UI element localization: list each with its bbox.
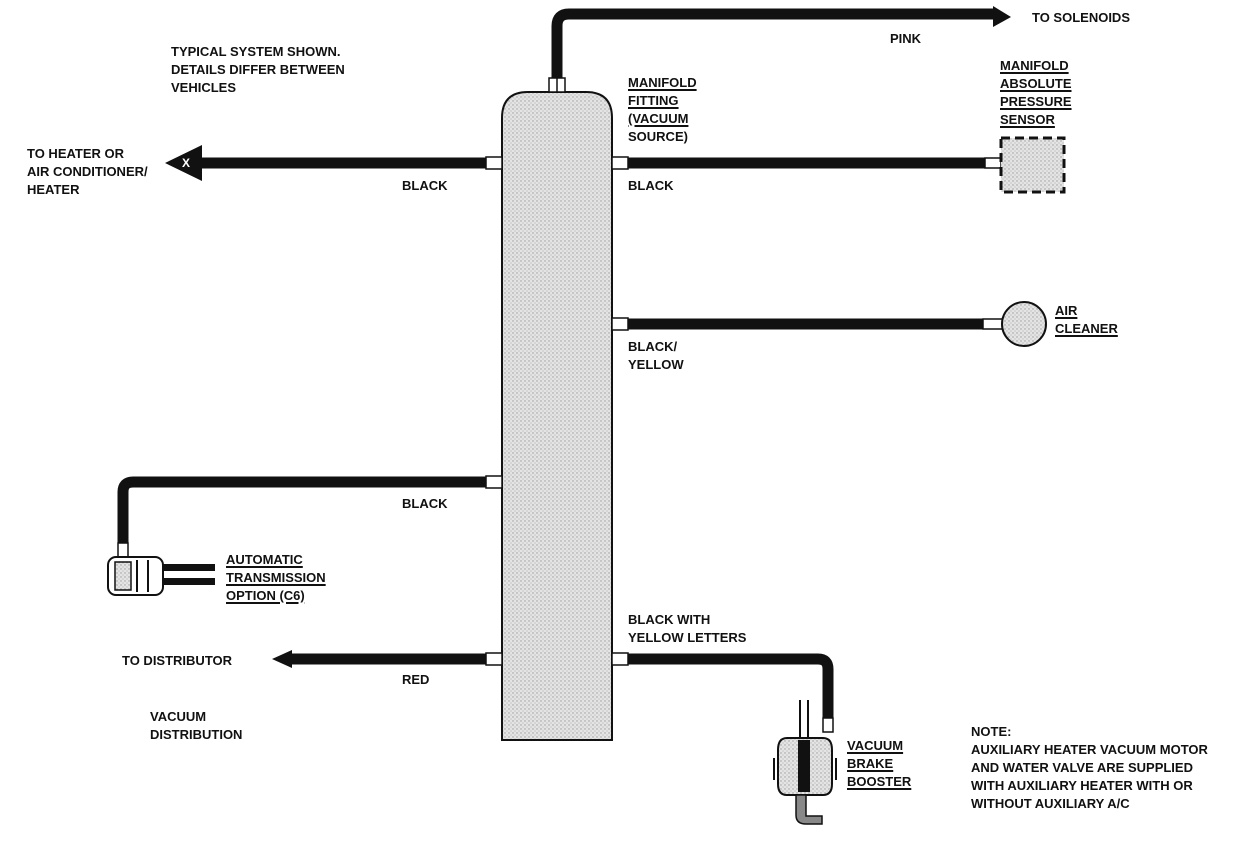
brake-booster-label: VACUUM BRAKE BOOSTER (847, 738, 912, 789)
hose-black-map (611, 136, 1066, 194)
hose-pink (548, 6, 1011, 93)
black-yellow-letters-hose-label: BLACK WITH YELLOW LETTERS (628, 612, 747, 645)
typical-system-note: TYPICAL SYSTEM SHOWN. DETAILS DIFFER BET… (171, 44, 345, 95)
brake-booster (773, 700, 837, 825)
heater-marker: X (182, 156, 191, 170)
transmission-label: AUTOMATIC TRANSMISSION OPTION (C6) (226, 552, 326, 603)
to-heater-label: TO HEATER OR AIR CONDITIONER/ HEATER (27, 146, 148, 197)
pink-hose-label: PINK (890, 31, 922, 46)
air-cleaner (1001, 301, 1047, 347)
heater-arrow (165, 145, 202, 181)
air-cleaner-label: AIR CLEANER (1055, 303, 1118, 336)
hose-black-yellow-letters (611, 652, 834, 733)
black-map-hose-label: BLACK (628, 178, 674, 193)
black-yellow-hose-label: BLACK/ YELLOW (628, 339, 684, 372)
hose-black-heater (165, 145, 503, 181)
to-distributor-label: TO DISTRIBUTOR (122, 653, 233, 668)
red-hose-label: RED (402, 672, 430, 687)
arrow-solenoids (993, 6, 1011, 27)
transmission-modulator (107, 556, 215, 596)
black-transmission-hose-label: BLACK (402, 496, 448, 511)
map-sensor (999, 136, 1066, 194)
hose-black-yellow (611, 301, 1047, 347)
arrow-distributor (272, 650, 292, 668)
hose-black-transmission (117, 475, 503, 558)
black-heater-hose-label: BLACK (402, 178, 448, 193)
manifold-fitting (501, 91, 613, 741)
map-sensor-label: MANIFOLD ABSOLUTE PRESSURE SENSOR (1000, 58, 1072, 127)
to-solenoids-label: TO SOLENOIDS (1032, 10, 1130, 25)
vacuum-distribution-caption: VACUUM DISTRIBUTION (150, 709, 243, 742)
auxiliary-heater-note: NOTE: AUXILIARY HEATER VACUUM MOTOR AND … (971, 724, 1208, 811)
hose-red (272, 650, 503, 668)
manifold-fitting-label: MANIFOLD FITTING (VACUUM SOURCE) (628, 75, 697, 144)
